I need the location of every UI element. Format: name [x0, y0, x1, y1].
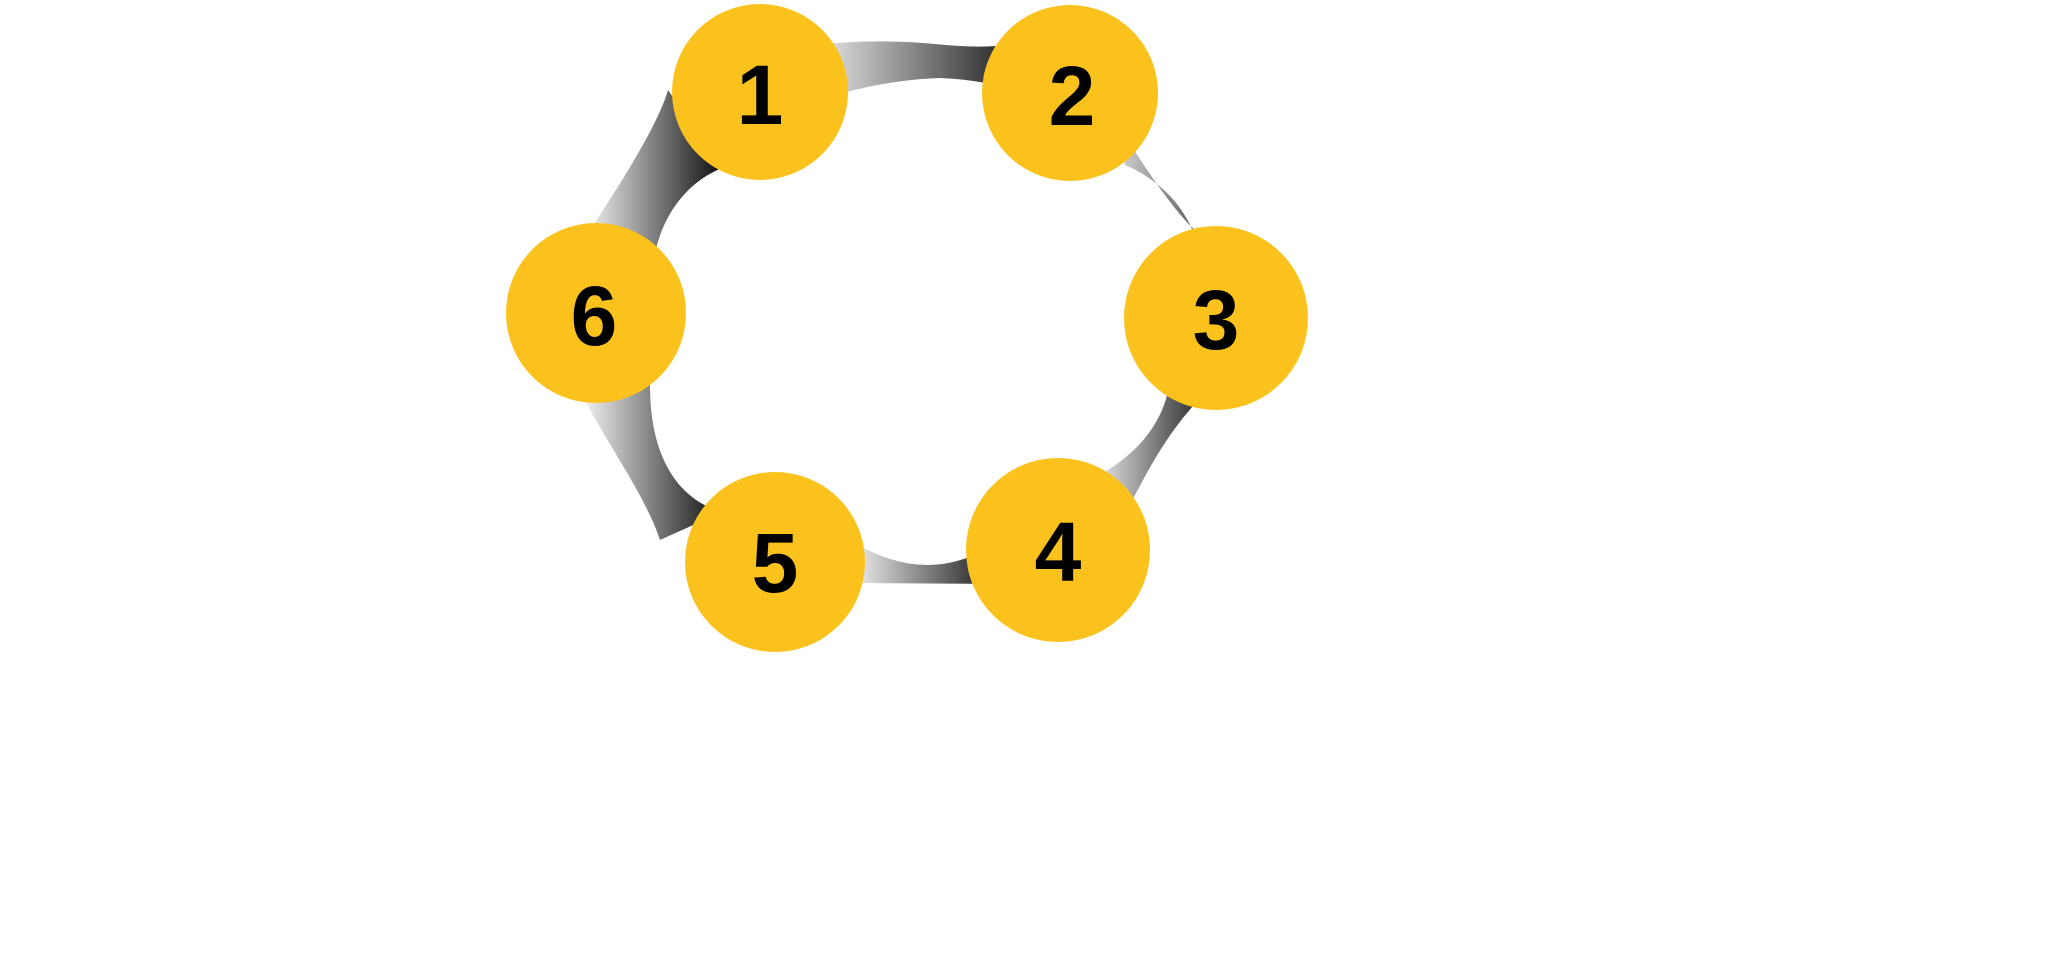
node-3: 3	[1124, 226, 1308, 410]
connector-5-6	[582, 385, 722, 540]
node-6: 6	[506, 223, 686, 403]
node-label: 2	[1049, 49, 1096, 143]
connector-3-4	[1090, 380, 1215, 505]
node-label: 5	[752, 516, 799, 610]
connector-1-2	[810, 41, 1025, 100]
node-5: 5	[685, 472, 865, 652]
node-label: 6	[571, 269, 618, 363]
node-label: 4	[1035, 505, 1082, 599]
node-1: 1	[672, 4, 848, 180]
node-4: 4	[966, 458, 1150, 642]
node-2: 2	[982, 5, 1158, 181]
node-label: 1	[737, 48, 784, 142]
node-label: 3	[1193, 273, 1240, 367]
connector-4-5	[845, 540, 1010, 584]
